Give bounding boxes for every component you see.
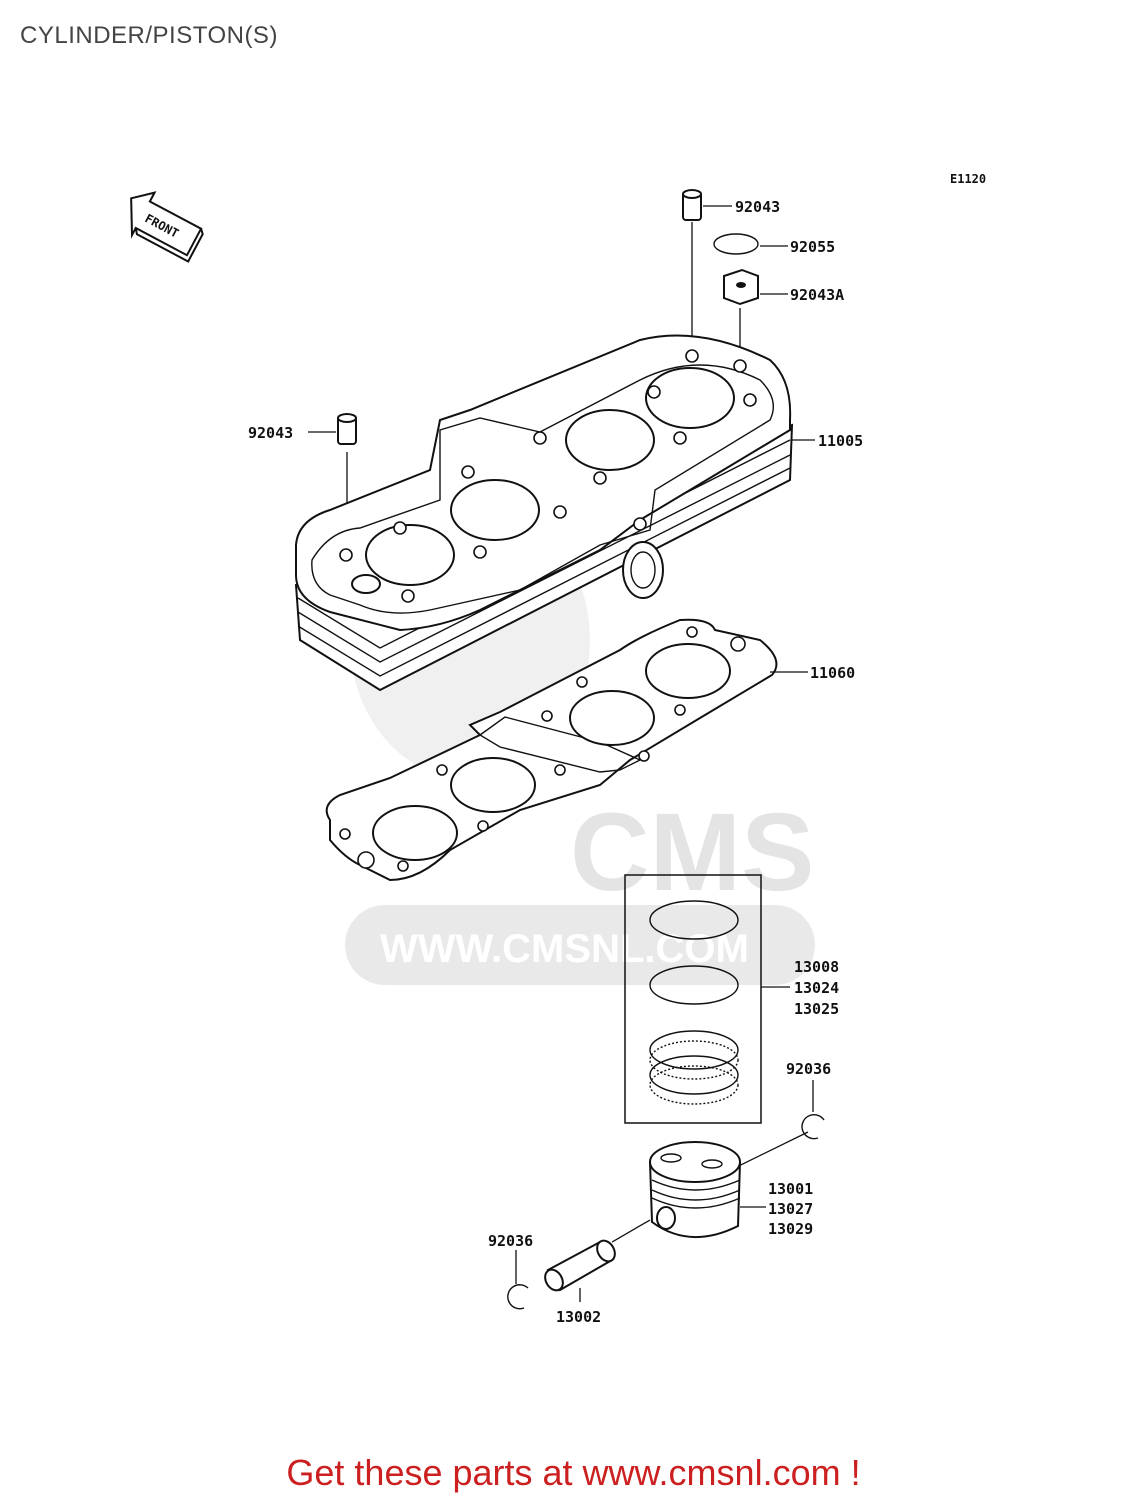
- callout-11005: 11005: [818, 432, 863, 450]
- callout-13002: 13002: [556, 1308, 601, 1326]
- callout-92036-left: 92036: [488, 1232, 533, 1250]
- footer-link[interactable]: Get these parts at www.cmsnl.com !: [286, 1452, 861, 1493]
- piston: [648, 1141, 766, 1238]
- page-title: CYLINDER/PISTON(S): [20, 22, 278, 49]
- piston-pin: [544, 1219, 651, 1302]
- callout-11060: 11060: [810, 664, 855, 682]
- callout-13025: 13025: [794, 1000, 839, 1018]
- callout-92043-top: 92043: [735, 198, 780, 216]
- callout-13027: 13027: [768, 1200, 813, 1218]
- callout-13024: 13024: [794, 979, 839, 997]
- watermark-url: WWW.CMSNL.COM: [380, 927, 749, 971]
- watermark-brand: CMS: [570, 791, 814, 914]
- o-ring: [713, 233, 788, 255]
- front-arrow-icon: FRONT: [130, 191, 204, 263]
- callout-92055: 92055: [790, 238, 835, 256]
- parts-diagram: CMS WWW.CMSNL.COM E1120 FRONT 92043 9205…: [130, 172, 986, 1326]
- callout-92043A: 92043A: [790, 286, 844, 304]
- callout-13001: 13001: [768, 1180, 813, 1198]
- damper-block: [723, 268, 788, 368]
- callout-92043-left: 92043: [248, 424, 293, 442]
- cylinder-gasket: [325, 618, 808, 882]
- figure-code: E1120: [950, 172, 986, 186]
- dowel-pin-left: [308, 413, 357, 555]
- callout-13008: 13008: [794, 958, 839, 976]
- dowel-pin-top: [682, 189, 732, 352]
- piston-ring-set: [624, 874, 790, 1124]
- callout-92036-right: 92036: [786, 1060, 831, 1078]
- circlip-left: [507, 1250, 529, 1310]
- cylinder-block: [294, 334, 815, 692]
- callout-13029: 13029: [768, 1220, 813, 1238]
